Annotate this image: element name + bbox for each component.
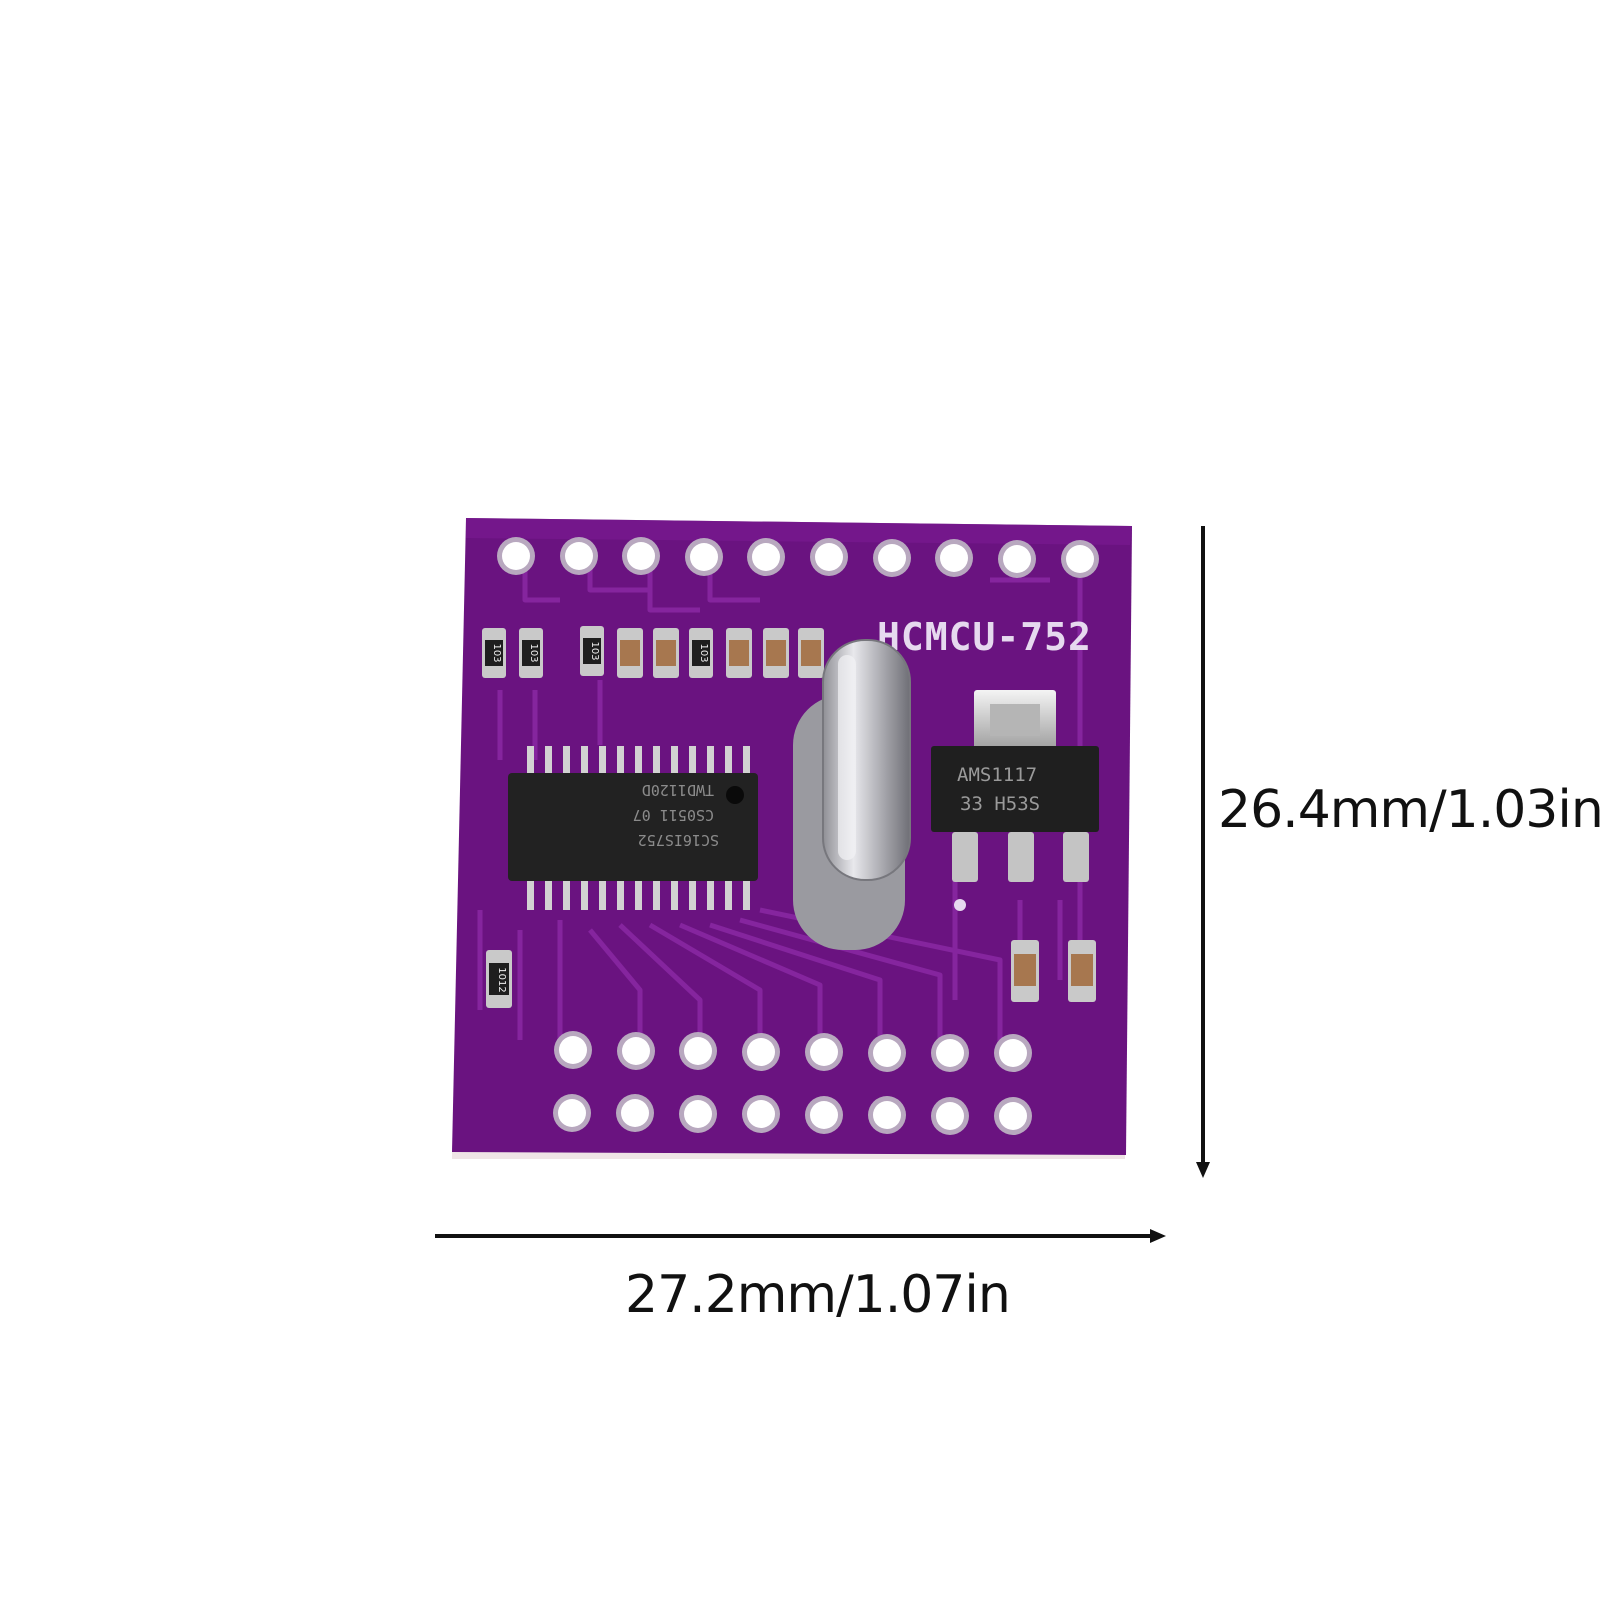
height-dimension-arrow bbox=[1196, 526, 1210, 1178]
bottom-row-1 bbox=[554, 1031, 1032, 1072]
ic-pin1-dot bbox=[726, 786, 744, 804]
smd-capacitor bbox=[798, 628, 824, 678]
width-dimension-label: 27.2mm/1.07in bbox=[625, 1265, 1011, 1325]
crystal-oscillator bbox=[793, 639, 911, 950]
svg-text:103: 103 bbox=[698, 643, 709, 662]
svg-text:TWD1120D: TWD1120D bbox=[642, 781, 714, 799]
crystal-highlight bbox=[838, 655, 856, 860]
smd-resistor: 103 bbox=[580, 626, 604, 676]
smd-resistor-left: 1012 bbox=[486, 950, 512, 1008]
regulator-marking-1: AMS1117 bbox=[957, 764, 1037, 786]
pcb-traces bbox=[477, 560, 1083, 1050]
regulator-pins bbox=[952, 832, 1089, 882]
smd-resistor: 103 bbox=[689, 628, 713, 678]
smd-components-top: 103 103 103 103 bbox=[482, 626, 824, 678]
svg-text:SC16IS752: SC16IS752 bbox=[638, 831, 719, 849]
svg-text:103: 103 bbox=[589, 641, 600, 660]
smd-capacitor bbox=[763, 628, 789, 678]
svg-text:103: 103 bbox=[528, 643, 539, 662]
smd-capacitors-right bbox=[1011, 940, 1096, 1002]
ic-markings: SC16IS752 CS0511 07 TWD1120D bbox=[633, 781, 719, 849]
voltage-regulator: AMS1117 33 H53S bbox=[931, 690, 1099, 911]
smd-resistor: 103 bbox=[519, 628, 543, 678]
svg-text:1012: 1012 bbox=[496, 967, 507, 992]
svg-text:CS0511 07: CS0511 07 bbox=[633, 806, 714, 824]
ic-body bbox=[508, 773, 758, 881]
uart-ic-chip: SC16IS752 CS0511 07 TWD1120D bbox=[508, 746, 758, 910]
ic-pins-bottom bbox=[527, 878, 750, 910]
regulator-body bbox=[931, 746, 1099, 832]
ic-pins-top bbox=[527, 746, 750, 776]
smd-resistor: 103 bbox=[482, 628, 506, 678]
smd-capacitor bbox=[617, 628, 643, 678]
pcb-shade bbox=[466, 518, 1132, 545]
regulator-marking-2: 33 H53S bbox=[960, 793, 1040, 815]
smd-capacitor bbox=[726, 628, 752, 678]
board-title: HCMCU-752 bbox=[877, 615, 1092, 659]
bottom-header-holes bbox=[553, 1031, 1032, 1135]
width-dimension-arrow bbox=[435, 1229, 1166, 1243]
top-header-holes bbox=[497, 537, 1099, 578]
height-dimension-label: 26.4mm/1.03in bbox=[1218, 780, 1600, 840]
smd-capacitor bbox=[653, 628, 679, 678]
svg-text:103: 103 bbox=[491, 643, 502, 662]
crystal-can bbox=[822, 639, 911, 881]
bottom-row-2 bbox=[553, 1094, 1032, 1135]
